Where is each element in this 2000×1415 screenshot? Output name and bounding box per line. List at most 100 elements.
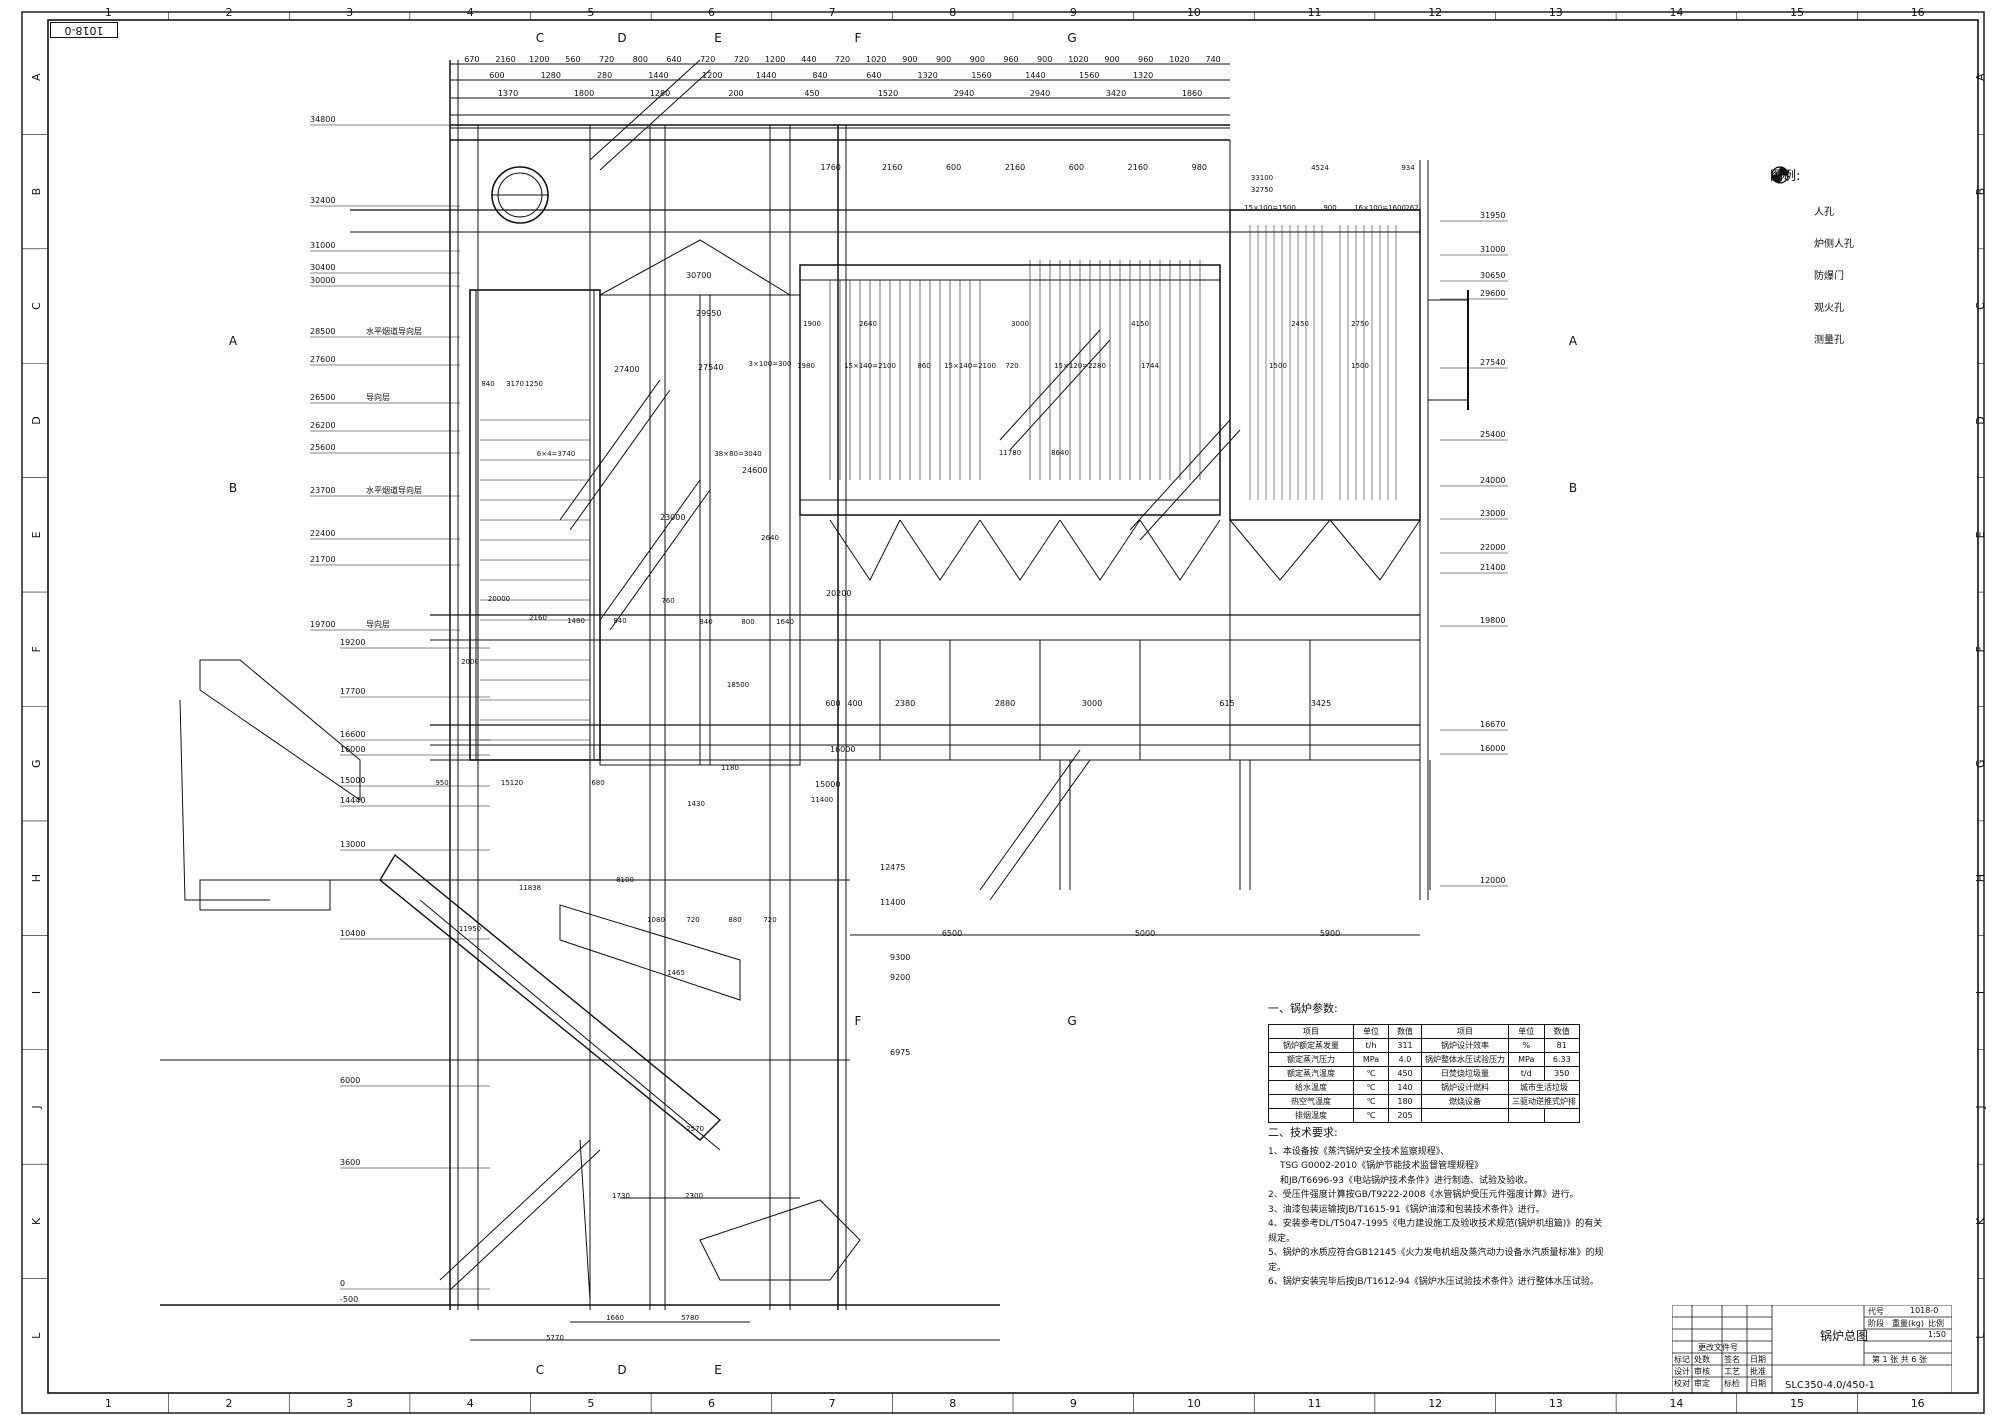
border-row-letter: J bbox=[30, 1105, 43, 1109]
elevation-label: -500 bbox=[340, 1295, 358, 1304]
dimension-label: 200 bbox=[728, 89, 743, 98]
dimension-label: 2160 bbox=[495, 55, 515, 64]
dimension-label: 800 bbox=[741, 618, 754, 626]
cell bbox=[1543, 1108, 1580, 1123]
border-row-letter: B bbox=[30, 188, 43, 196]
dimension-label: 2940 bbox=[1030, 89, 1050, 98]
dimension-label: 1080 bbox=[647, 916, 665, 924]
border-col-number: 8 bbox=[949, 1397, 956, 1410]
border-col-number: 11 bbox=[1308, 1397, 1322, 1410]
cell: MPa bbox=[1508, 1052, 1545, 1067]
dimension-label: 1730 bbox=[612, 1192, 630, 1200]
elevation-label: 27540 bbox=[698, 363, 723, 372]
dimension-label: 15×100=1500 bbox=[1244, 204, 1296, 212]
dimension-label: 32750 bbox=[1251, 186, 1273, 194]
dimension-label: 400 bbox=[847, 699, 862, 708]
dimension-label: 600 bbox=[946, 163, 961, 172]
border-column-marks: 1122334455667788991010111112121313141415… bbox=[105, 6, 1925, 1413]
dimension-label: 33100 bbox=[1251, 174, 1273, 182]
dimension-label: 900 bbox=[936, 55, 951, 64]
requirement-line: TSG G0002-2010《锅炉节能技术监督管理规程》 bbox=[1280, 1161, 1484, 1171]
cell: 140 bbox=[1388, 1080, 1422, 1095]
dimension-label: 15×120=2280 bbox=[1054, 362, 1106, 370]
elevation-label: 30400 bbox=[310, 263, 335, 272]
dimension-label: 1760 bbox=[821, 163, 841, 172]
requirement-line: 1、本设备按《蒸汽锅炉安全技术监察规程》、 bbox=[1268, 1146, 1450, 1157]
elevation-label: 16000 bbox=[1480, 744, 1505, 753]
border-col-number: 4 bbox=[467, 1397, 474, 1410]
stage-label: 阶段 bbox=[1868, 1319, 1884, 1328]
border-row-letter: H bbox=[30, 874, 43, 882]
section-mark: D bbox=[617, 1363, 626, 1377]
dimension-label: 1560 bbox=[971, 71, 991, 80]
border-row-letter: H bbox=[1974, 874, 1987, 882]
elevation-note: 水平烟道导向层 bbox=[366, 485, 422, 495]
dimension-label: 2750 bbox=[1351, 320, 1369, 328]
section-mark: E bbox=[714, 1363, 722, 1377]
dimension-label: 1320 bbox=[1133, 71, 1153, 80]
cell: ℃ bbox=[1353, 1094, 1389, 1109]
dimension-label: 960 bbox=[1003, 55, 1018, 64]
scale-value: 1:50 bbox=[1928, 1330, 1946, 1339]
dimension-label: 900 bbox=[1323, 204, 1336, 212]
elevation-note: 导向层 bbox=[366, 392, 390, 402]
dimension-label: 1440 bbox=[756, 71, 776, 80]
dimension-label: 1980 bbox=[797, 362, 815, 370]
dimension-label: 840 bbox=[613, 617, 626, 625]
cell: 锅炉额定蒸发量 bbox=[1268, 1038, 1354, 1053]
section-mark: G bbox=[1067, 1014, 1076, 1028]
dimension-label: 3420 bbox=[1106, 89, 1126, 98]
cell: 350 bbox=[1543, 1066, 1580, 1081]
rev-header-date: 日期 bbox=[1750, 1355, 1766, 1364]
cell: 180 bbox=[1388, 1094, 1422, 1109]
border-col-number: 5 bbox=[587, 1397, 594, 1410]
dimension-label: 1520 bbox=[878, 89, 898, 98]
border-row-letter: K bbox=[30, 1217, 43, 1225]
elevation-label: 23700 bbox=[310, 486, 335, 495]
border-col-number: 6 bbox=[708, 1397, 715, 1410]
dimension-label: 560 bbox=[565, 55, 580, 64]
elevation-label: 22400 bbox=[310, 529, 335, 538]
cell: 热空气温度 bbox=[1268, 1094, 1354, 1109]
elevation-label: 16670 bbox=[1480, 720, 1505, 729]
border-row-letter: D bbox=[1974, 416, 1987, 424]
dimension-label: 720 bbox=[835, 55, 850, 64]
legend-label: 炉侧人孔 bbox=[1814, 238, 1854, 250]
legend-label: 人孔 bbox=[1814, 206, 1834, 218]
sheet-info: 第 1 张 共 6 张 bbox=[1872, 1355, 1927, 1364]
rev-header-count: 处数 bbox=[1694, 1355, 1710, 1364]
dimension-label: 6×4=3740 bbox=[537, 450, 575, 458]
dimension-label: 11950 bbox=[459, 925, 481, 933]
elevation-label: 19800 bbox=[1480, 616, 1505, 625]
col-header: 项目 bbox=[1421, 1024, 1509, 1039]
elevation-label: 15000 bbox=[815, 780, 840, 789]
legend: 图例: 人孔 炉侧人孔 防爆门 观火孔 测量孔 bbox=[1770, 165, 1950, 354]
legend-item: 炉侧人孔 bbox=[1770, 166, 1950, 258]
dimension-label: 640 bbox=[866, 71, 881, 80]
elevation-label: 16600 bbox=[340, 730, 365, 739]
dimension-label: 1200 bbox=[702, 71, 722, 80]
elevation-label: 19700 bbox=[310, 620, 335, 629]
dimension-label: 3425 bbox=[1311, 699, 1331, 708]
dimension-label: 1200 bbox=[765, 55, 785, 64]
cell bbox=[1508, 1108, 1545, 1123]
elevation-label: 6975 bbox=[890, 1048, 910, 1057]
section-mark: B bbox=[229, 481, 237, 495]
cell: 450 bbox=[1388, 1066, 1422, 1081]
rev-header-sign: 签名 bbox=[1724, 1355, 1740, 1364]
technical-requirements: 二、技术要求: 1、本设备按《蒸汽锅炉安全技术监察规程》、 TSG G0002-… bbox=[1268, 1126, 1608, 1290]
dimension-label: 2450 bbox=[1291, 320, 1309, 328]
dimension-label: 640 bbox=[666, 55, 681, 64]
requirement-line: 3、油漆包装运输按JB/T1615-91《锅炉油漆和包装技术条件》进行。 bbox=[1268, 1204, 1545, 1215]
elevation-label: 20200 bbox=[826, 589, 851, 598]
role-approve: 审定 bbox=[1694, 1379, 1710, 1388]
elevation-label: 24600 bbox=[742, 466, 767, 475]
elevation-label: 25400 bbox=[1480, 430, 1505, 439]
elevation-label: 23000 bbox=[1480, 509, 1505, 518]
border-row-letter: D bbox=[30, 416, 43, 424]
border-col-number: 7 bbox=[829, 6, 836, 19]
